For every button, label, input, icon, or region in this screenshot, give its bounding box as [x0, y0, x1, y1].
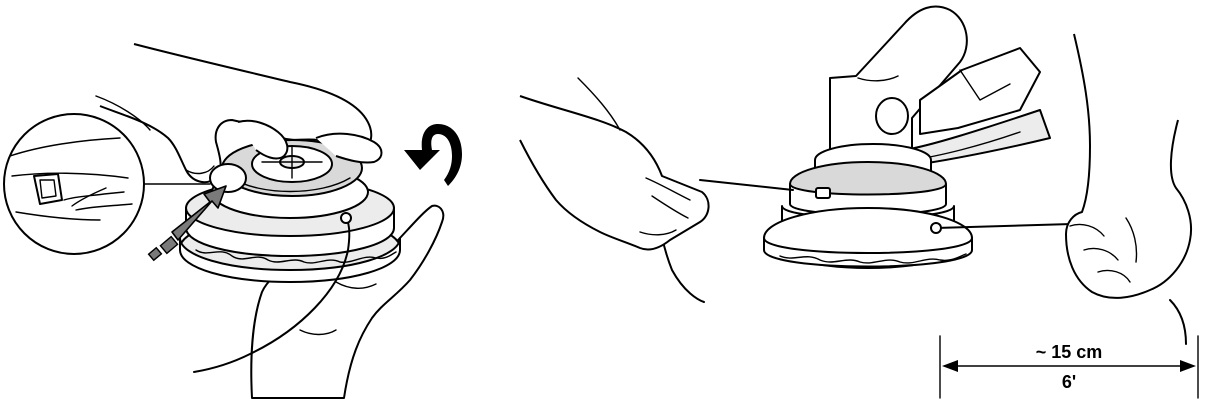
spool-button — [816, 188, 830, 198]
right-right-hand-illustration — [1066, 34, 1191, 298]
right-left-hand-illustration — [520, 78, 709, 250]
rotate-direction-arrow-icon — [404, 124, 462, 186]
left-illustration-winding-step — [4, 44, 462, 398]
line-eyelet-right — [931, 223, 941, 233]
catch-latch-detail — [34, 174, 62, 204]
right-spool-housing — [764, 144, 972, 268]
measurement-metric-label: ~ 15 cm — [1036, 342, 1103, 362]
dimension-arrow-left-icon — [942, 360, 958, 372]
trimmer-shaft — [830, 6, 1050, 166]
shaft-knob — [876, 98, 908, 134]
measurement-imperial-label: 6' — [1062, 372, 1076, 392]
line-eyelet-left — [341, 213, 351, 223]
right-illustration-line-length-step: ~ 15 cm 6' — [520, 6, 1198, 398]
measurement-dimension: ~ 15 cm 6' — [940, 336, 1198, 398]
dimension-arrow-right-icon — [1180, 360, 1196, 372]
thumb-on-button — [210, 164, 246, 192]
